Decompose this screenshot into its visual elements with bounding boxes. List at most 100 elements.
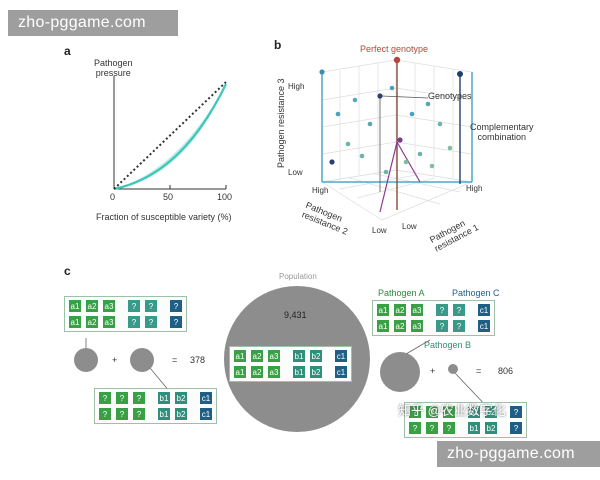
allele-cell: a3 [102, 315, 116, 329]
unknown-cell: ? [169, 299, 183, 313]
unknown-cell: ? [127, 315, 141, 329]
perfect-genotype-label: Perfect genotype [360, 44, 429, 54]
population-genotype-box: a1 a2 a3 b1 b2 c1 a1 a2 a3 b1 b2 c1 [229, 346, 352, 382]
genotype-point [457, 71, 463, 77]
genotype-point [437, 121, 443, 127]
panel-a-ylabel-line1: Pathogen [94, 58, 133, 68]
allele-cell: b2 [174, 391, 188, 405]
genotype-point [417, 151, 423, 157]
genotype-point [335, 111, 341, 117]
right-circle-a [380, 352, 420, 392]
panel-a-curve [113, 83, 227, 191]
unknown-cell: ? [442, 405, 456, 419]
pathogen-a-label: Pathogen A [378, 288, 425, 298]
zhihu-overlay-text: 知乎 @农业数字化 [398, 403, 506, 418]
unknown-cell: ? [509, 421, 523, 435]
genotype-point [377, 93, 383, 99]
watermark-top: zho-pggame.com [8, 10, 178, 36]
allele-cell: a3 [410, 319, 424, 333]
panel-a-tick-label-50: 50 [163, 192, 174, 202]
unknown-cell: ? [425, 421, 439, 435]
left-top-genotype-box: a1 a2 a3 ? ? ? a1 a2 a3 ? ? ? [64, 296, 187, 332]
allele-cell: b2 [309, 365, 323, 379]
unknown-cell: ? [98, 391, 112, 405]
right-plus: + [430, 366, 436, 376]
perfect-genotype-point [393, 56, 401, 64]
complementary-line2: combination [477, 132, 527, 142]
panel-a-ylabel-line2: pressure [95, 68, 131, 78]
unknown-cell: ? [127, 299, 141, 313]
allele-cell: a2 [250, 349, 264, 363]
left-result: 378 [190, 355, 206, 365]
allele-cell: c1 [334, 365, 348, 379]
unknown-cell: ? [132, 407, 146, 421]
allele-cell: b1 [292, 349, 306, 363]
left-equals: = [172, 355, 178, 365]
genotype-point [367, 121, 373, 127]
unknown-cell: ? [115, 407, 129, 421]
unknown-cell: ? [442, 421, 456, 435]
allele-cell: a1 [376, 303, 390, 317]
panel-a-xlabel: Fraction of susceptible variety (%) [96, 212, 232, 222]
y-high-label: High [466, 184, 483, 193]
right-result: 806 [498, 366, 514, 376]
panel-a-diagonal [113, 81, 227, 190]
allele-cell: b1 [157, 391, 171, 405]
right-equals: = [476, 366, 482, 376]
genotype-point [397, 137, 403, 143]
allele-cell: b1 [467, 405, 481, 419]
allele-cell: a2 [85, 315, 99, 329]
allele-cell: a2 [393, 303, 407, 317]
allele-cell: a1 [376, 319, 390, 333]
pathogen-b-label: Pathogen B [424, 340, 472, 350]
genotype-point [359, 153, 365, 159]
allele-cell: c1 [199, 407, 213, 421]
genotypes-label: Genotypes [428, 91, 472, 101]
unknown-cell: ? [115, 391, 129, 405]
x-low-label: Low [372, 226, 387, 235]
allele-cell: a2 [250, 365, 264, 379]
genotype-point [345, 141, 351, 147]
population-count: 9,431 [284, 310, 307, 320]
unknown-cell: ? [425, 405, 439, 419]
complementary-stem-2 [396, 141, 421, 183]
unknown-cell: ? [132, 391, 146, 405]
unknown-cell: ? [435, 303, 449, 317]
panel-a-tick-label-0: 0 [110, 192, 116, 202]
panel-b-3d-plot [319, 56, 474, 221]
left-circle-b [130, 348, 154, 372]
genotype-point [425, 101, 431, 107]
allele-cell: b2 [174, 407, 188, 421]
allele-cell: a1 [68, 299, 82, 313]
allele-cell: b2 [309, 349, 323, 363]
z-axis-label: Pathogen resistance 3 [276, 78, 286, 168]
unknown-cell: ? [452, 319, 466, 333]
genotype-point [447, 145, 453, 151]
panel-a-chart [113, 76, 227, 191]
genotype-point [329, 159, 335, 165]
watermark-bottom: zho-pggame.com [437, 441, 600, 467]
right-top-genotype-box: a1 a2 a3 ? ? c1 a1 a2 a3 ? ? c1 [372, 300, 495, 336]
genotype-point [319, 69, 325, 75]
allele-cell: a3 [267, 365, 281, 379]
genotype-point [383, 169, 389, 175]
allele-cell: a1 [68, 315, 82, 329]
unknown-cell: ? [408, 421, 422, 435]
panel-a-letter: a [64, 44, 71, 58]
unknown-cell: ? [169, 315, 183, 329]
genotypes-leader [381, 95, 429, 99]
complementary-combination-label: Complementary combination [470, 122, 534, 142]
unknown-cell: ? [144, 315, 158, 329]
z-low-label: Low [288, 168, 303, 177]
panel-c-letter: c [64, 264, 71, 278]
unknown-cell: ? [98, 407, 112, 421]
genotype-point [389, 85, 395, 91]
complementary-line1: Complementary [470, 122, 534, 132]
panel-b-letter: b [274, 38, 282, 52]
z-high-label: High [288, 82, 305, 91]
allele-cell: a1 [233, 349, 247, 363]
unknown-cell: ? [452, 303, 466, 317]
left-plus: + [112, 355, 118, 365]
complementary-stem-1 [379, 141, 398, 213]
unknown-cell: ? [509, 405, 523, 419]
